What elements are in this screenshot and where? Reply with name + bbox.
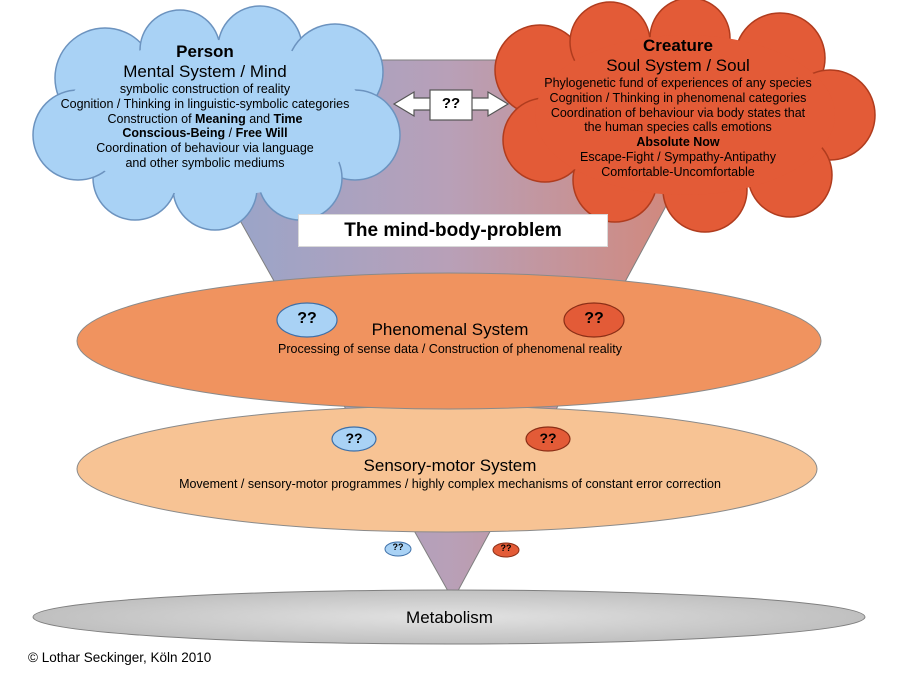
person-line-4: and other symbolic mediums: [125, 155, 285, 170]
tip-q-left: ??: [392, 542, 404, 552]
tip-q-right-bubble: [492, 542, 520, 558]
phenomenal-title: Phenomenal System: [371, 320, 529, 339]
creature-subtitle: Soul System / Soul: [606, 56, 750, 76]
copyright-text: © Lothar Seckinger, Köln 2010: [28, 650, 212, 665]
person-freewill-bold: Free Will: [235, 126, 288, 141]
person-line-2: Cognition / Thinking in linguistic-symbo…: [60, 96, 350, 111]
person-text-block: Person Mental System / Mind symbolic con…: [40, 42, 370, 171]
person-line-3: Coordination of behaviour via language: [96, 141, 314, 156]
creature-text-block: Creature Soul System / Soul Phylogenetic…: [518, 36, 838, 179]
person-conscious-mid: /: [225, 126, 236, 141]
person-meaning-line: Construction of Meaning and Time: [40, 112, 370, 127]
link-double-arrow: [392, 89, 510, 121]
phenomenal-q-left-bubble: [276, 302, 338, 338]
creature-line-3: Coordination of behaviour via body state…: [550, 105, 806, 120]
sensory-q-left-bubble: [331, 426, 377, 452]
person-cloud: [32, 5, 401, 231]
tip-q-right: ??: [500, 543, 512, 553]
metabolism-ellipse: [32, 589, 866, 645]
person-meaning-mid: and: [245, 111, 274, 126]
phenomenal-ellipse: [76, 272, 822, 410]
person-subtitle: Mental System / Mind: [123, 62, 287, 82]
person-meaning-pre: Construction of: [107, 111, 196, 126]
phenomenal-q-right-bubble: [563, 302, 625, 338]
creature-line-2: Cognition / Thinking in phenomenal categ…: [549, 90, 807, 105]
sensory-q-left: ??: [345, 430, 363, 446]
metabolism-label: Metabolism: [406, 608, 493, 627]
phenomenal-q-right: ??: [584, 310, 604, 327]
main-title: The mind-body-problem: [298, 214, 608, 247]
sensory-title: Sensory-motor System: [363, 456, 537, 475]
creature-line-5: Escape-Fight / Sympathy-Antipathy: [580, 149, 776, 164]
person-title: Person: [176, 42, 234, 61]
creature-cloud: [494, 0, 876, 233]
link-label: ??: [441, 95, 461, 112]
person-line-1: symbolic construction of reality: [119, 82, 291, 97]
creature-absolute-now: Absolute Now: [636, 135, 720, 150]
tip-q-left-bubble: [384, 541, 412, 557]
creature-title: Creature: [643, 36, 713, 55]
phenomenal-q-left: ??: [297, 310, 317, 327]
creature-line-1: Phylogenetic fund of experiences of any …: [544, 76, 812, 91]
person-conscious-bold: Conscious-Being: [122, 126, 226, 141]
person-meaning-bold: Meaning: [195, 111, 246, 126]
person-conscious-line: Conscious-Being / Free Will: [40, 126, 370, 141]
person-time-bold: Time: [273, 111, 303, 126]
creature-line-6: Comfortable-Uncomfortable: [601, 164, 755, 179]
sensory-q-right-bubble: [525, 426, 571, 452]
creature-line-4: the human species calls emotions: [584, 120, 772, 135]
sensory-desc: Movement / sensory-motor programmes / hi…: [179, 477, 721, 491]
phenomenal-desc: Processing of sense data / Construction …: [278, 342, 622, 356]
sensory-q-right: ??: [539, 430, 557, 446]
